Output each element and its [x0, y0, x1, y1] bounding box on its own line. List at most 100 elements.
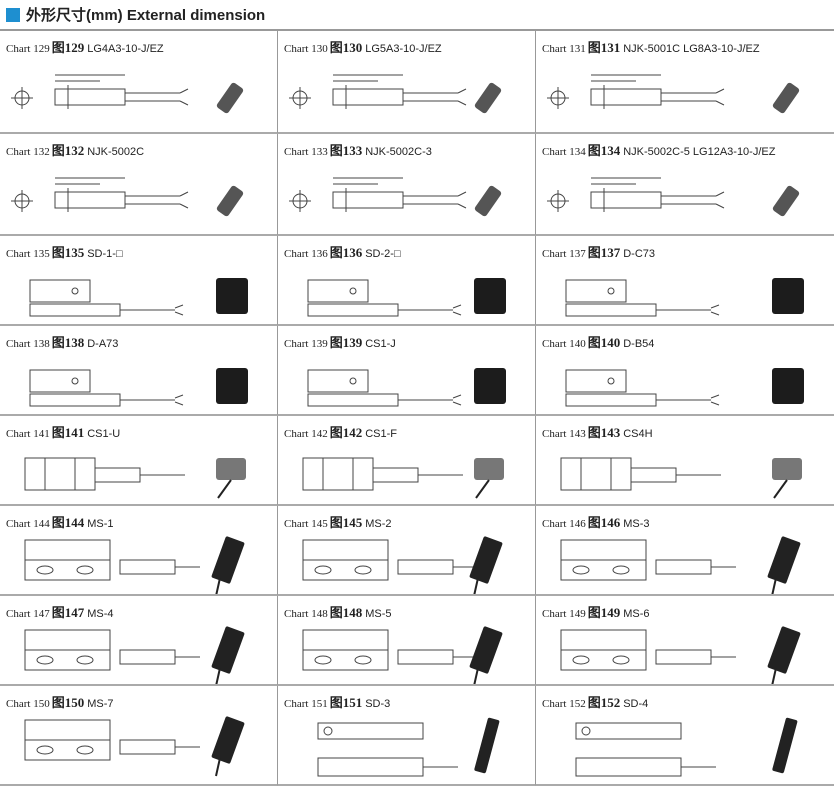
section-title: 外形尺寸(mm) External dimension: [26, 7, 266, 24]
dimension-drawing: [24, 536, 245, 594]
figure-number: 图140: [587, 335, 621, 350]
figure-number: 图150: [51, 695, 85, 710]
dimension-drawing: [560, 536, 801, 594]
dimension-drawing: [29, 368, 248, 407]
chart-number: Chart 138: [6, 338, 50, 350]
figure-number: 图149: [587, 605, 621, 620]
figure-number: 图152: [587, 695, 621, 710]
figure-number: 图151: [329, 695, 363, 710]
dimension-drawing: [24, 626, 245, 684]
model-name: CS4H: [623, 428, 653, 440]
dimension-drawing: [11, 177, 244, 217]
dimension-drawing: [565, 278, 804, 317]
chart-number: Chart 152: [542, 698, 586, 710]
chart-number: Chart 141: [6, 428, 50, 440]
figure-number: 图138: [51, 335, 85, 350]
model-name: MS-4: [87, 608, 114, 620]
dimension-drawing: [24, 457, 246, 499]
model-name: MS-3: [623, 518, 650, 530]
figure-number: 图141: [51, 425, 85, 440]
chart-number: Chart 132: [6, 146, 50, 158]
dimension-drawing: [289, 74, 502, 114]
chart-number: Chart 133: [284, 146, 328, 158]
dimension-drawing: [560, 626, 801, 684]
dimension-drawing: [302, 536, 503, 594]
figure-number: 图148: [329, 605, 363, 620]
chart-number: Chart 147: [6, 608, 50, 620]
dimension-drawing: [11, 74, 244, 114]
chart-number: Chart 146: [542, 518, 586, 530]
dimension-drawing: [575, 717, 798, 777]
model-name: CS1-J: [365, 338, 396, 350]
figure-number: 图139: [329, 335, 363, 350]
model-name: NJK-5002C-3: [365, 146, 432, 158]
model-name: CS1-U: [87, 428, 121, 440]
chart-number: Chart 130: [284, 43, 328, 55]
model-name: LG5A3-10-J/EZ: [365, 43, 442, 55]
dimension-drawing: [289, 177, 502, 217]
figure-number: 图143: [587, 425, 621, 440]
chart-number: Chart 151: [284, 698, 328, 710]
model-name: MS-7: [87, 698, 114, 710]
model-name: NJK-5001C LG8A3-10-J/EZ: [623, 43, 760, 55]
chart-number: Chart 145: [284, 518, 328, 530]
model-name: MS-6: [623, 608, 650, 620]
model-name: D-C73: [623, 248, 656, 260]
model-name: SD-1-□: [87, 248, 123, 260]
chart-number: Chart 134: [542, 146, 586, 158]
model-name: LG4A3-10-J/EZ: [87, 43, 164, 55]
chart-number: Chart 150: [6, 698, 50, 710]
model-name: D-B54: [623, 338, 655, 350]
chart-number: Chart 131: [542, 43, 586, 55]
dimension-drawing: [302, 457, 504, 499]
chart-number: Chart 140: [542, 338, 586, 350]
figure-number: 图130: [329, 40, 363, 55]
model-name: NJK-5002C-5 LG12A3-10-J/EZ: [623, 146, 776, 158]
model-name: MS-1: [87, 518, 114, 530]
figure-number: 图131: [587, 40, 621, 55]
figure-number: 图137: [587, 245, 621, 260]
model-name: MS-5: [365, 608, 392, 620]
chart-number: Chart 148: [284, 608, 328, 620]
figure-number: 图144: [51, 515, 85, 530]
chart-number: Chart 129: [6, 43, 50, 55]
model-name: SD-4: [623, 698, 649, 710]
figure-number: 图142: [329, 425, 363, 440]
dimension-drawing: [547, 74, 800, 114]
model-name: SD-2-□: [365, 248, 401, 260]
figure-number: 图145: [329, 515, 363, 530]
